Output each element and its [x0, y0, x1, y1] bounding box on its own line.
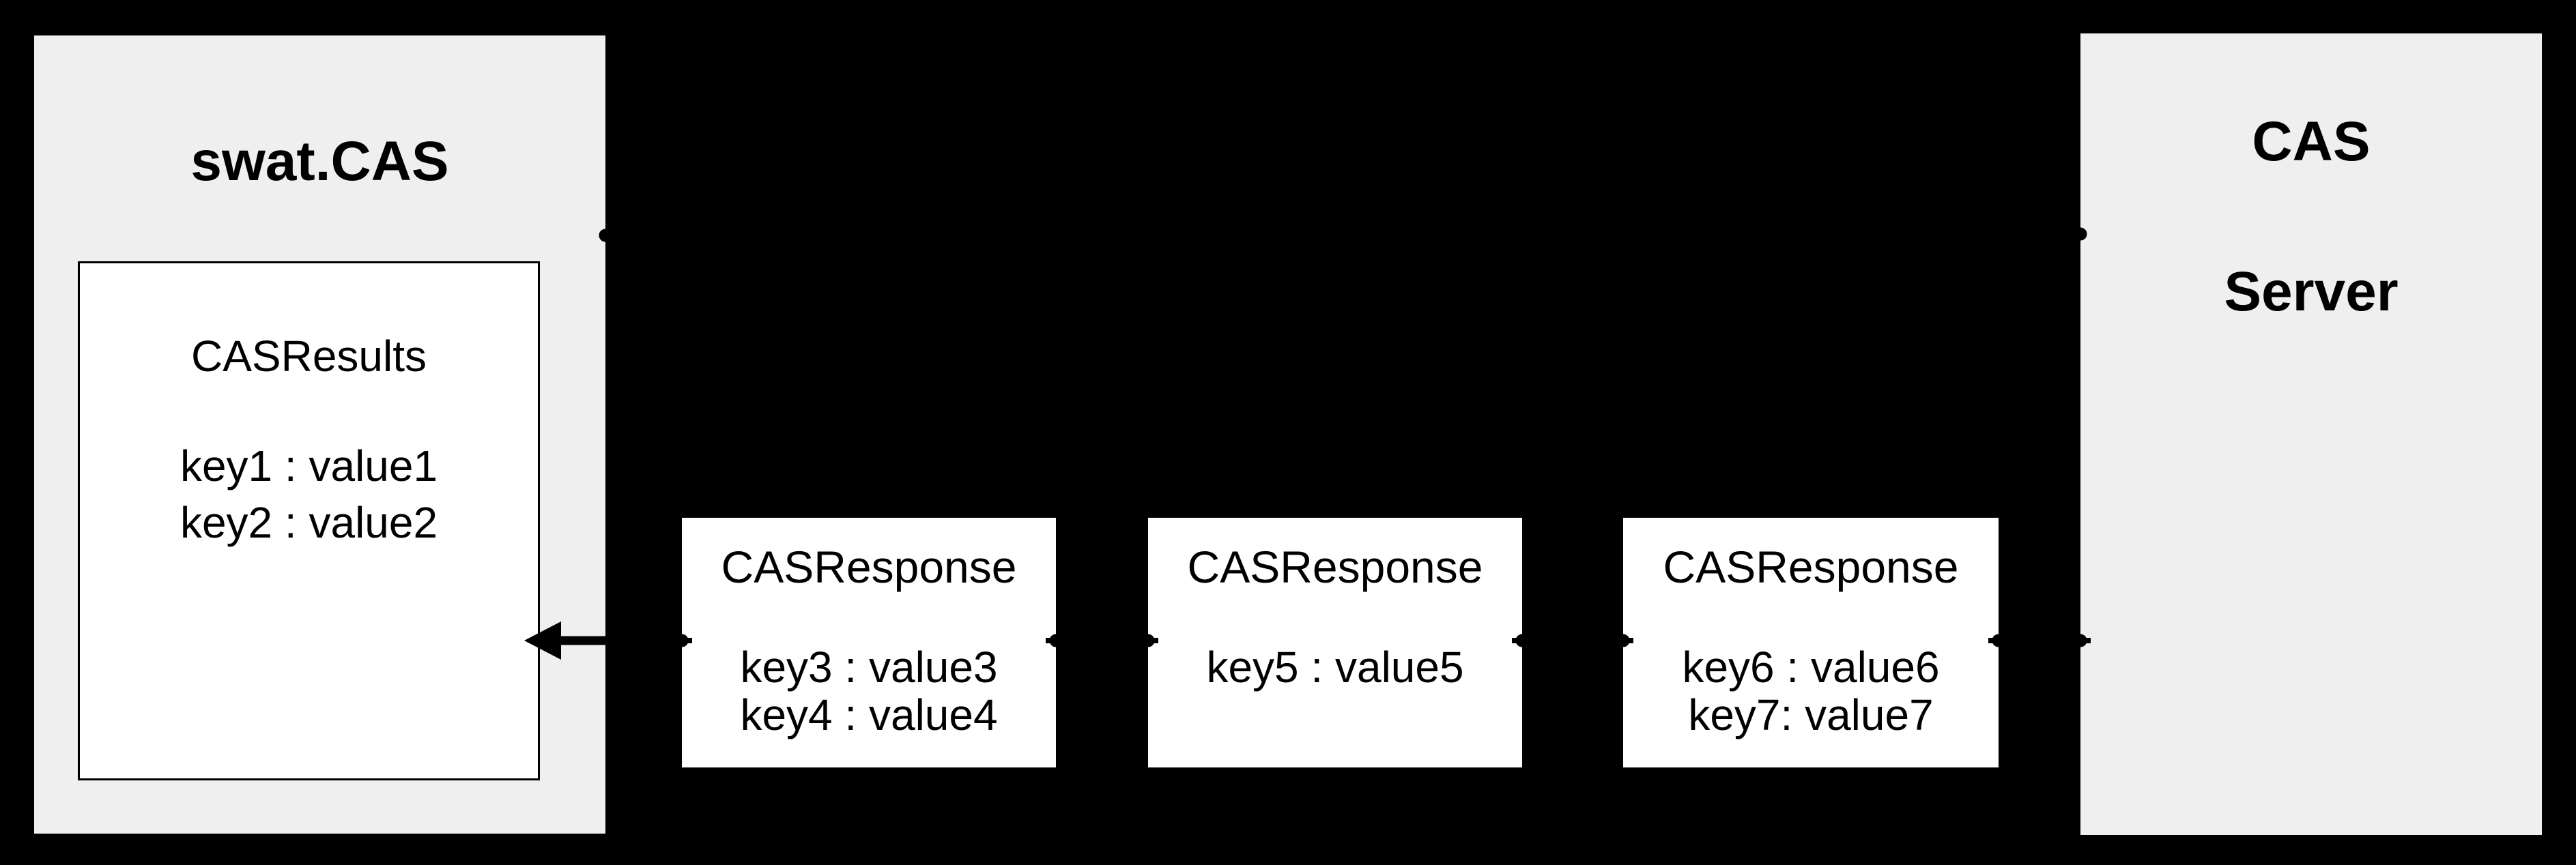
casresults-title: CASResults — [191, 332, 427, 381]
swat-cas-panel: swat.CAS CASResults key1 : value1 key2 :… — [34, 35, 605, 834]
casresponse-entry: key6 : value6 — [1682, 643, 1940, 692]
cas-server-title-line1: CAS — [2252, 111, 2371, 173]
casresponse-entry: key3 : value3 — [740, 643, 998, 692]
casresponse-title: CASResponse — [1663, 542, 1959, 592]
spacer — [80, 385, 538, 438]
casresponse-entry: key7: value7 — [1688, 690, 1934, 739]
casresponse-title: CASResponse — [1187, 542, 1483, 592]
casresponse-entry: key5 : value5 — [1206, 643, 1464, 692]
cas-server-panel-title: CAS Server — [2080, 104, 2542, 329]
casresults-box: CASResults key1 : value1 key2 : value2 — [78, 261, 540, 780]
casresponse-box-1: CASResponse key3 : value3 key4 : value4 — [682, 518, 1056, 767]
casresponse-entry: key4 : value4 — [740, 690, 998, 739]
cas-server-title-line2: Server — [2224, 261, 2399, 323]
casresponse-title: CASResponse — [721, 542, 1017, 592]
casresponse-box-2: CASResponse key5 : value5 — [1148, 518, 1522, 767]
casresults-entry: key2 : value2 — [180, 498, 438, 547]
connector-line-top — [605, 231, 2081, 238]
casresults-entry: key1 : value1 — [180, 441, 438, 490]
cas-server-panel: CAS Server — [2080, 33, 2542, 835]
casresponse-box-3: CASResponse key6 : value6 key7: value7 — [1623, 518, 1999, 767]
swat-cas-panel-title: swat.CAS — [190, 130, 449, 192]
